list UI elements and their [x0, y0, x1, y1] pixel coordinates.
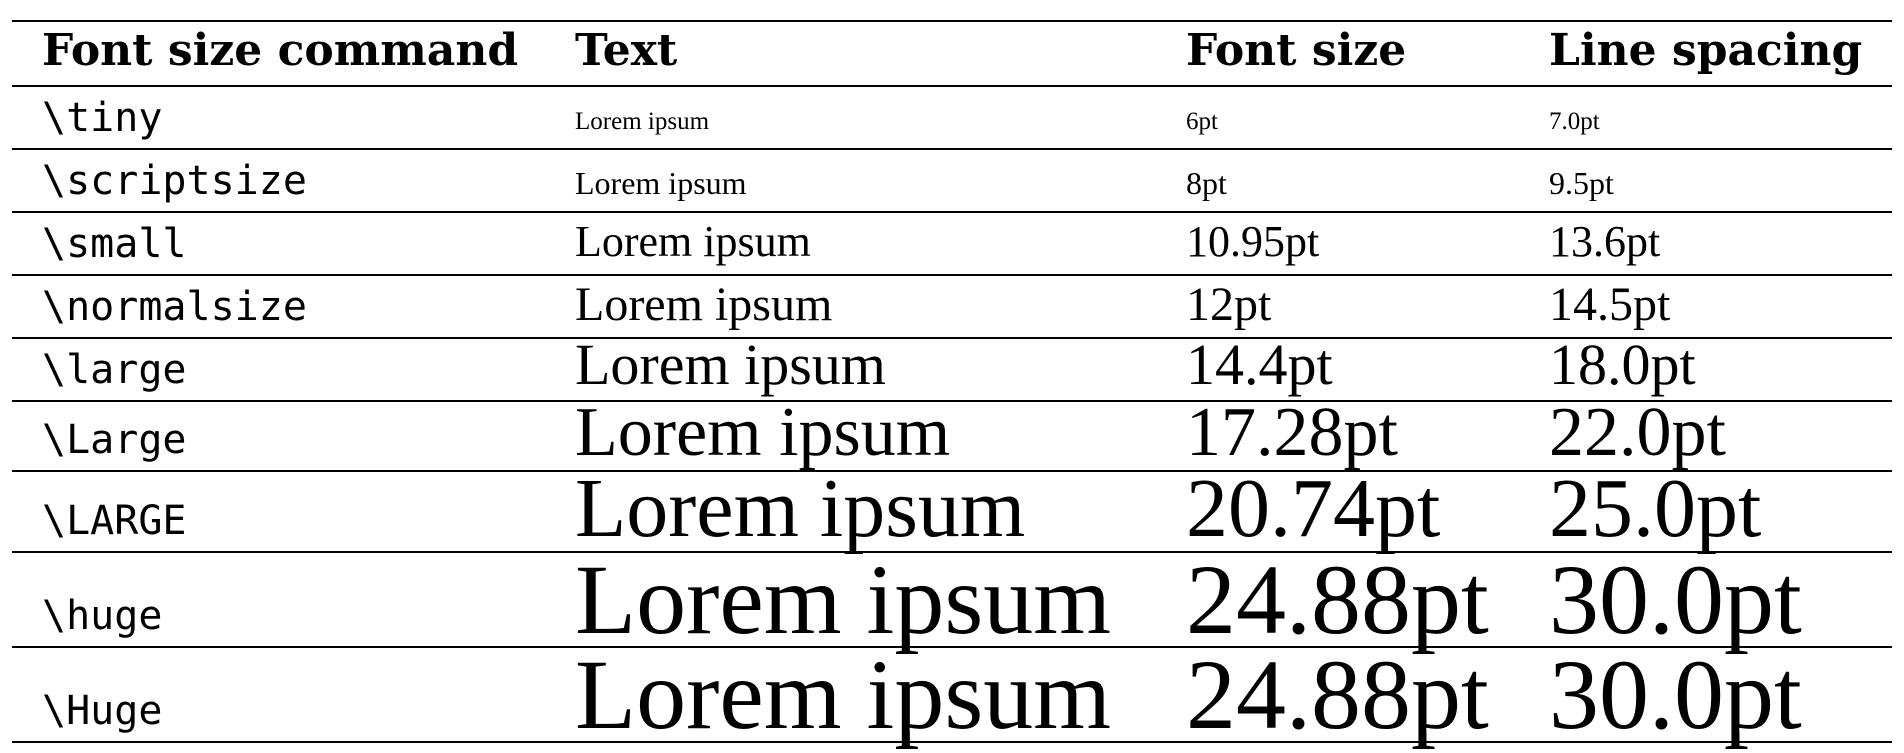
- line-spacing-cell: 9.5pt: [1549, 165, 1614, 201]
- line-spacing-cell: 18.0pt: [1549, 332, 1696, 397]
- sample-text-cell: Lorem ipsum: [575, 217, 811, 266]
- command-cell: \normalsize: [42, 284, 307, 330]
- font-size-cell: 10.95pt: [1186, 217, 1320, 266]
- header-line-spacing: Line spacing: [1549, 25, 1863, 76]
- sample-text-cell: Lorem ipsum: [575, 462, 1026, 555]
- command-cell: \scriptsize: [42, 158, 307, 204]
- font-size-cell: 14.4pt: [1186, 332, 1333, 397]
- table-header-row: Font size command Text Font size Line sp…: [12, 22, 1892, 87]
- line-spacing-cell: 13.6pt: [1549, 217, 1661, 266]
- font-size-cell: 6pt: [1186, 108, 1218, 135]
- line-spacing-cell: 30.0pt: [1549, 544, 1802, 655]
- table-row: \small Lorem ipsum 10.95pt 13.6pt: [12, 213, 1892, 276]
- line-spacing-cell: 25.0pt: [1549, 462, 1762, 555]
- font-size-table: Font size command Text Font size Line sp…: [12, 20, 1892, 750]
- line-spacing-cell: 14.5pt: [1549, 278, 1671, 331]
- table-row: \tiny Lorem ipsum 6pt 7.0pt: [12, 87, 1892, 150]
- table-row: \LARGE Lorem ipsum 20.74pt 25.0pt: [12, 467, 1892, 553]
- sample-text-cell: Lorem ipsum: [575, 165, 747, 201]
- command-cell: \small: [42, 221, 187, 267]
- font-size-cell: 17.28pt: [1186, 394, 1398, 471]
- table-row: \scriptsize Lorem ipsum 8pt 9.5pt: [12, 150, 1892, 213]
- line-spacing-cell: 7.0pt: [1549, 108, 1600, 135]
- font-size-cell: 24.88pt: [1186, 639, 1489, 750]
- command-cell: \large: [42, 347, 187, 393]
- command-cell: \tiny: [42, 95, 163, 141]
- font-size-cell: 12pt: [1186, 278, 1272, 331]
- sample-text-cell: Lorem ipsum: [575, 544, 1112, 655]
- header-font-size: Font size: [1186, 25, 1407, 76]
- header-font-size-command: Font size command: [42, 25, 519, 76]
- table-row: \huge Lorem ipsum 24.88pt 30.0pt: [12, 544, 1892, 655]
- table-row: \Large Lorem ipsum 17.28pt 22.0pt: [12, 398, 1892, 472]
- sample-text-cell: Lorem ipsum: [575, 108, 710, 135]
- font-size-cell: 20.74pt: [1186, 462, 1441, 555]
- table-row: \large Lorem ipsum 14.4pt 18.0pt: [12, 332, 1892, 402]
- line-spacing-cell: 22.0pt: [1549, 394, 1726, 471]
- sample-text-cell: Lorem ipsum: [575, 394, 951, 471]
- sample-text-cell: Lorem ipsum: [575, 332, 886, 397]
- table-row: \normalsize Lorem ipsum 12pt 14.5pt: [12, 276, 1892, 339]
- command-cell: \LARGE: [42, 498, 187, 544]
- header-text: Text: [575, 25, 678, 76]
- table-row: \Huge Lorem ipsum 24.88pt 30.0pt: [12, 639, 1892, 750]
- sample-text-cell: Lorem ipsum: [575, 278, 833, 331]
- font-size-cell: 24.88pt: [1186, 544, 1489, 655]
- font-size-cell: 8pt: [1186, 165, 1227, 201]
- command-cell: \Large: [42, 417, 187, 463]
- command-cell: \huge: [42, 593, 163, 639]
- line-spacing-cell: 30.0pt: [1549, 639, 1802, 750]
- command-cell: \Huge: [42, 688, 163, 734]
- sample-text-cell: Lorem ipsum: [575, 639, 1112, 750]
